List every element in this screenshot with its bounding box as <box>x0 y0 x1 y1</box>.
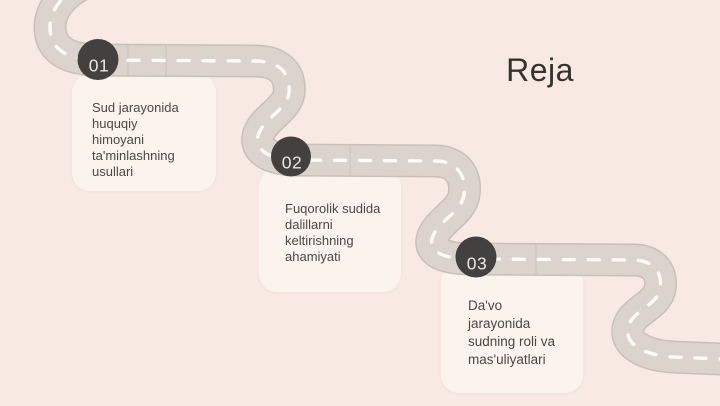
step-card-text-line: jarayonida <box>468 316 531 331</box>
step-card-2: Fuqorolik sudida dalillarni keltirishnin… <box>259 168 401 292</box>
step-card-text-line: ahamiyati <box>285 249 341 264</box>
step-card-text-line: ta'minlashning <box>92 148 175 163</box>
step-card-text-line: usullari <box>92 164 134 179</box>
step-card-text-line: huquqiy <box>92 116 138 131</box>
step-card-text-line: himoyani <box>92 132 145 147</box>
step-card-text-line: Sud jarayonida <box>92 100 179 115</box>
step-card-text-line: Fuqorolik sudida <box>285 201 381 216</box>
step-card-text-line: dalillarni <box>285 217 333 232</box>
step-card-3: Da'vo jarayonida sudning roli va mas'uli… <box>441 263 583 393</box>
step-card-text-line: keltirishning <box>285 233 354 248</box>
slide-title: Reja <box>506 52 574 88</box>
step-number-1: 01 <box>89 56 109 76</box>
step-card-text-line: sudning roli va <box>468 334 556 349</box>
step-card-text-line: Da'vo <box>468 298 503 313</box>
step-card-text-line: mas'uliyatlari <box>468 352 546 367</box>
step-card-1: Sud jarayonida huquqiy himoyani ta'minla… <box>72 74 216 191</box>
